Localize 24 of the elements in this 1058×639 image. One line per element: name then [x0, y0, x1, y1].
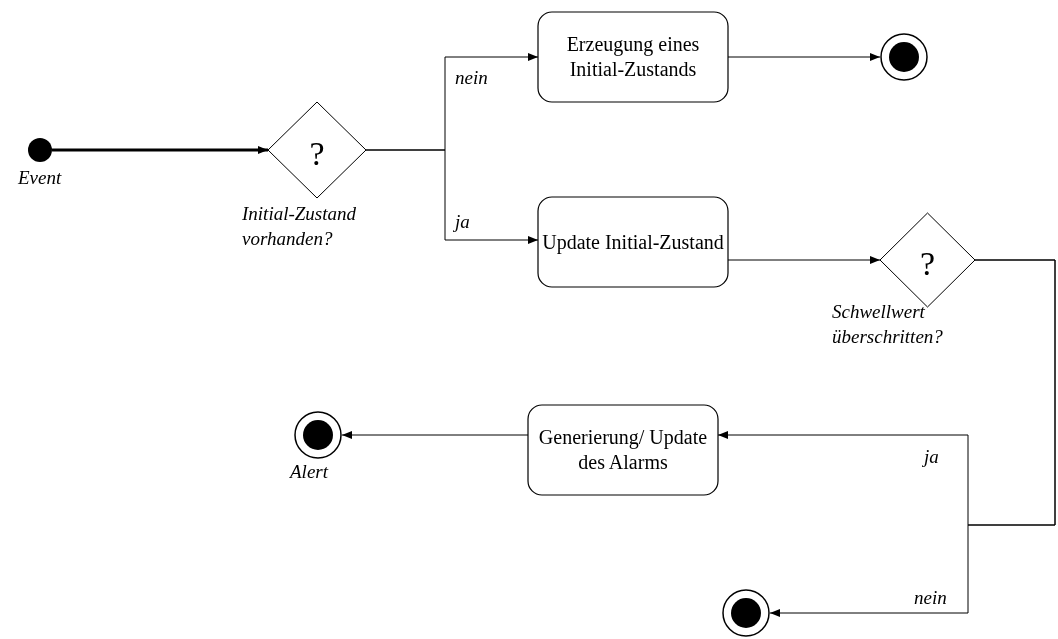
arrow [52, 146, 268, 154]
edge-label: ja [924, 447, 939, 468]
arrow [365, 149, 539, 244]
activity-box [528, 405, 718, 495]
activity-box [538, 12, 728, 102]
node-caption: Schwellwert überschritten? [832, 300, 944, 349]
arrow [769, 259, 1056, 617]
activity-label: Erzeugung eines Initial-Zustands [565, 32, 701, 82]
question-mark: ? [919, 243, 936, 284]
end-node-circle [880, 33, 928, 81]
node-caption: Event [18, 166, 63, 190]
edge-label: ja [455, 212, 470, 233]
node-caption: Initial-Zustand vorhanden? [242, 202, 357, 251]
decision-diamond [880, 213, 975, 307]
activity-label: Update Initial-Zustand [542, 229, 724, 255]
activity-label: Generierung/ Update des Alarms [537, 425, 709, 475]
end-node-circle [294, 411, 342, 459]
question-mark: ? [309, 133, 325, 174]
start-node-dot [28, 138, 52, 162]
end-node-circle [722, 589, 770, 637]
decision-diamond [268, 102, 366, 198]
activity-box [538, 197, 728, 287]
arrow [341, 431, 529, 439]
node-caption: Alert [290, 460, 330, 484]
